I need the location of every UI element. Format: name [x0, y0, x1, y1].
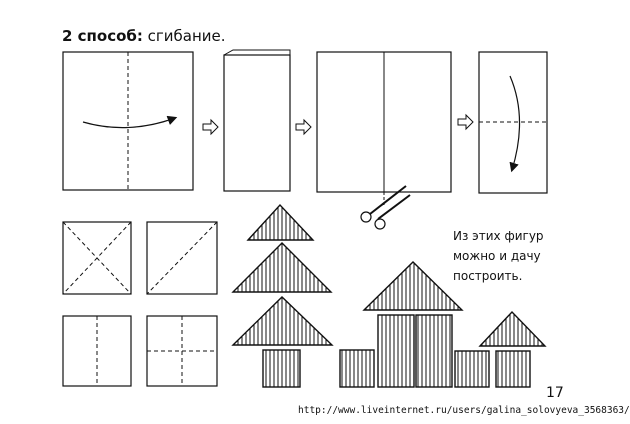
house-wall-right [415, 314, 453, 388]
footer-url[interactable]: http://www.liveinternet.ru/users/galina_… [298, 405, 630, 416]
square-straight-fold-1 [62, 315, 132, 387]
house-right-block-2 [495, 350, 531, 388]
arrow-right-icon [202, 118, 219, 136]
hatched-square-small [262, 349, 301, 388]
arrow-right-icon [457, 113, 474, 131]
diagram-canvas [62, 49, 548, 388]
step3-unfolded [316, 51, 452, 193]
arrow-right-icon [295, 118, 312, 136]
step1-square [62, 51, 194, 191]
house-left-block [339, 349, 375, 388]
square-diagonal-fold-2 [146, 221, 218, 295]
house-small-roof [478, 310, 547, 347]
square-diagonal-fold-1 [62, 221, 132, 295]
hatched-triangle-small [246, 203, 315, 241]
dacha-house [339, 261, 547, 388]
note-line-1: Из этих фигур [453, 229, 544, 243]
fold-arrow-icon [82, 115, 178, 129]
house-wall-left [377, 314, 415, 388]
method-name: сгибание. [147, 27, 226, 45]
hatched-triangle-large [231, 296, 334, 346]
square-straight-fold-2 [146, 315, 218, 387]
instruction-note: Из этих фигур можно и дачу построить. [453, 226, 593, 286]
house-roof [362, 261, 464, 311]
page-number: 17 [546, 385, 564, 401]
page-title: 2 способ: сгибание. [62, 27, 226, 45]
fold-arrow-icon [509, 75, 521, 173]
house-right-block-1 [454, 350, 490, 388]
note-line-2: можно и дачу [453, 249, 541, 263]
hatched-triangle-medium [231, 242, 333, 293]
worksheet-page: 2 способ: сгибание. [62, 27, 630, 416]
scissors-icon [360, 185, 411, 230]
step4-rectangle [478, 51, 548, 194]
note-line-3: построить. [453, 269, 523, 283]
method-label: 2 способ: [62, 27, 143, 45]
step2-folded [223, 49, 291, 192]
